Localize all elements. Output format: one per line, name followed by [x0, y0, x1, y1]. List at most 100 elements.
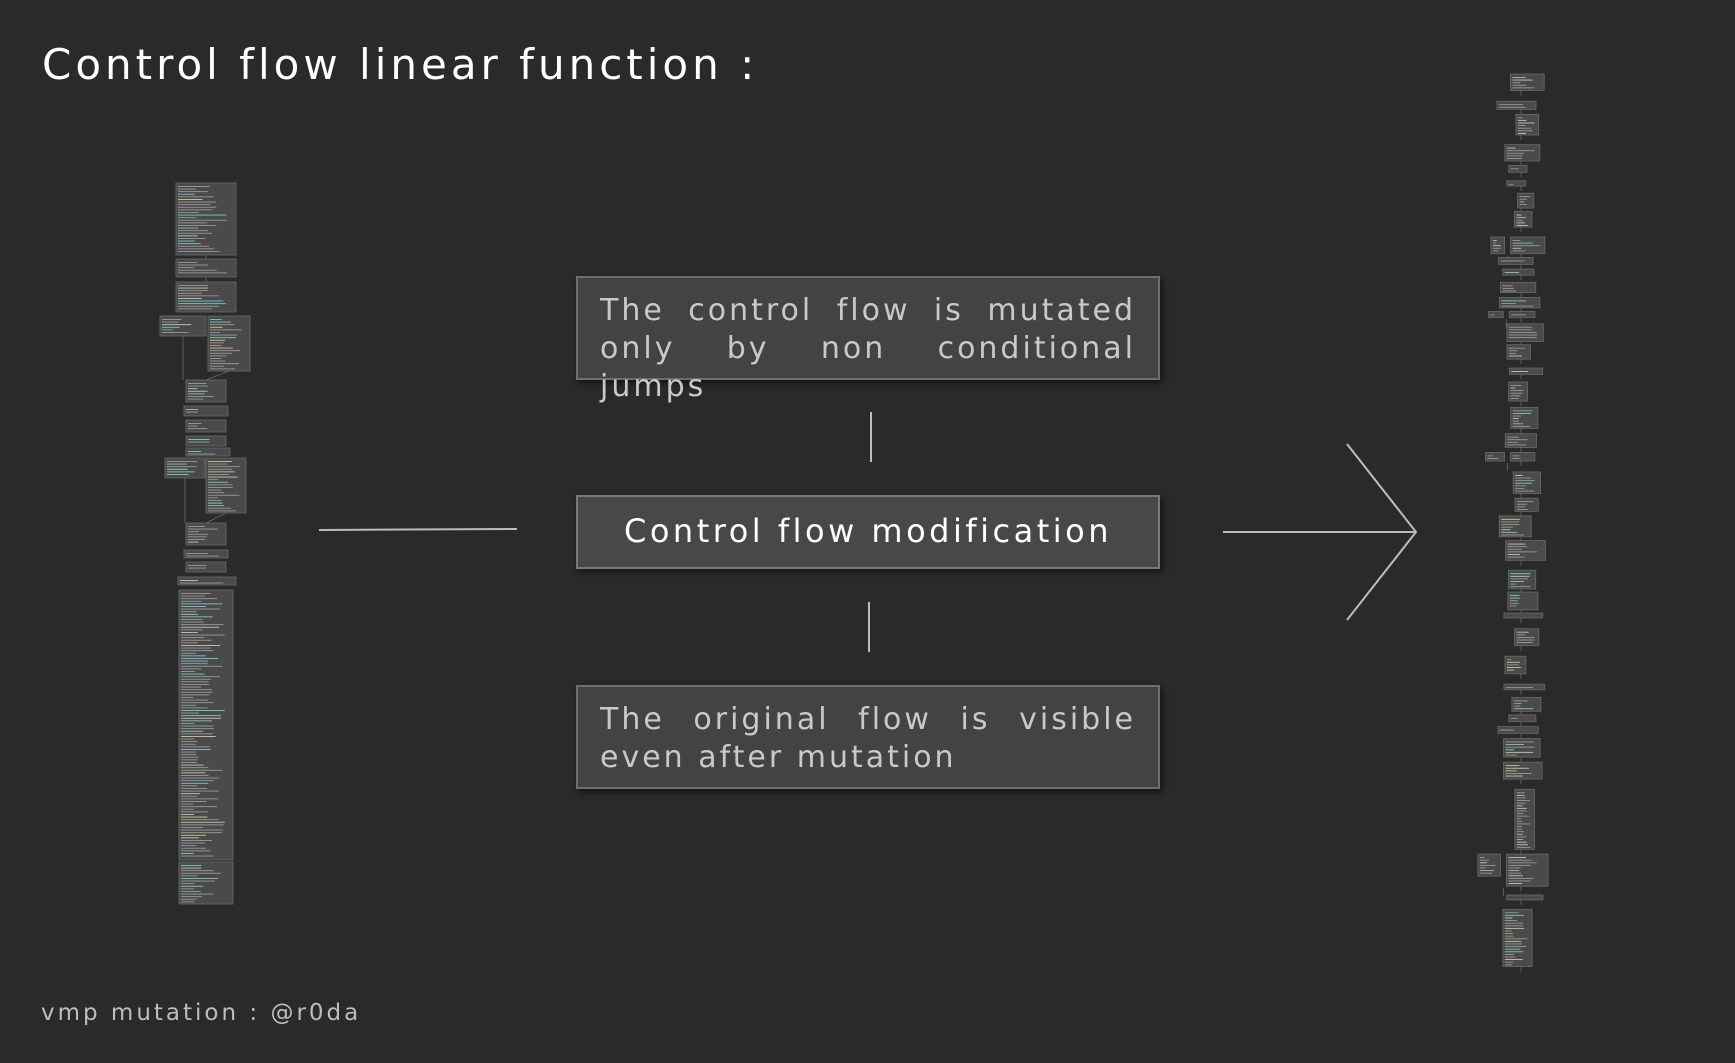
code-line [208, 502, 223, 504]
code-line [1505, 775, 1523, 777]
code-line [181, 850, 211, 852]
code-line [181, 606, 206, 607]
info-box-top: The control flow is mutated only by non … [576, 276, 1160, 404]
code-line [181, 880, 215, 882]
code-line [1512, 415, 1522, 417]
code-line [181, 671, 196, 672]
code-line [1505, 754, 1517, 756]
code-line [181, 845, 197, 847]
code-line [1516, 826, 1522, 827]
code-line [188, 441, 210, 443]
code-line [188, 567, 207, 569]
code-line [181, 772, 206, 774]
code-line [1499, 729, 1514, 731]
code-line [186, 555, 220, 557]
info-box-bottom-text: The original flow is visible even after … [600, 702, 1136, 775]
code-line [1507, 659, 1512, 661]
code-line [1516, 841, 1527, 843]
code-line [1479, 862, 1487, 864]
code-line [1512, 245, 1540, 247]
code-line [1510, 390, 1524, 392]
code-line [181, 764, 204, 766]
code-line [210, 360, 226, 362]
code-line [1516, 642, 1533, 644]
code-line [178, 262, 197, 263]
original-code-block [207, 315, 251, 372]
code-line [1512, 412, 1532, 414]
code-line [181, 777, 219, 779]
code-line [181, 723, 195, 724]
mutated-code-block [1496, 100, 1537, 110]
code-line [1508, 352, 1516, 354]
code-line [210, 321, 231, 323]
code-line [178, 232, 212, 234]
code-line [210, 326, 223, 328]
mutated-code-block [1517, 192, 1535, 209]
mutated-function-graph [1477, 73, 1549, 972]
code-line [181, 603, 223, 605]
code-line [1501, 518, 1520, 520]
code-line [1506, 158, 1522, 159]
code-line [181, 704, 197, 706]
code-line [1504, 925, 1523, 927]
code-line [1510, 586, 1531, 588]
code-line [181, 665, 223, 667]
code-line [1493, 240, 1497, 241]
code-line [1517, 501, 1534, 503]
code-line [188, 385, 209, 387]
code-line [1508, 350, 1518, 352]
code-line [1517, 125, 1526, 127]
code-line [1508, 877, 1535, 879]
code-line [1479, 867, 1486, 869]
code-line [1512, 455, 1520, 457]
code-line [178, 303, 226, 305]
code-line [181, 806, 218, 808]
code-line [1517, 117, 1523, 119]
code-line [181, 650, 214, 652]
code-line [181, 733, 213, 735]
code-line [178, 235, 198, 237]
code-line [1516, 214, 1522, 216]
code-line [181, 762, 197, 763]
code-line [1507, 554, 1520, 555]
code-line [1505, 751, 1533, 753]
code-line [178, 206, 217, 208]
code-line [181, 824, 224, 826]
code-line [210, 332, 221, 333]
code-line [1516, 833, 1523, 835]
code-line [1504, 927, 1525, 929]
code-line [181, 808, 195, 810]
code-line [1510, 583, 1517, 585]
code-line [181, 619, 203, 620]
code-line [1508, 329, 1533, 331]
code-line [181, 788, 208, 789]
code-line [180, 582, 224, 584]
code-line [1516, 797, 1526, 799]
code-line [1507, 548, 1522, 550]
code-line [188, 383, 207, 384]
code-line [208, 487, 233, 488]
code-line [1510, 168, 1519, 170]
code-line [1516, 217, 1527, 219]
code-line [1508, 859, 1532, 861]
code-line [181, 720, 213, 722]
code-line [1508, 326, 1532, 328]
code-line [188, 439, 210, 440]
code-line [181, 767, 209, 769]
code-line [1516, 807, 1527, 809]
code-line [181, 855, 214, 857]
code-line [1504, 956, 1516, 958]
original-code-block [175, 182, 237, 256]
code-line [178, 267, 194, 269]
code-line [181, 847, 206, 849]
code-line [181, 867, 202, 869]
mutated-code-block [1504, 433, 1537, 448]
code-line [1479, 870, 1494, 872]
code-line [210, 358, 222, 359]
code-line [1507, 436, 1519, 438]
mutated-code-block [1484, 452, 1505, 462]
code-line [1512, 79, 1533, 81]
code-line [1509, 600, 1518, 602]
code-line [1508, 334, 1538, 336]
code-line [1504, 912, 1519, 914]
